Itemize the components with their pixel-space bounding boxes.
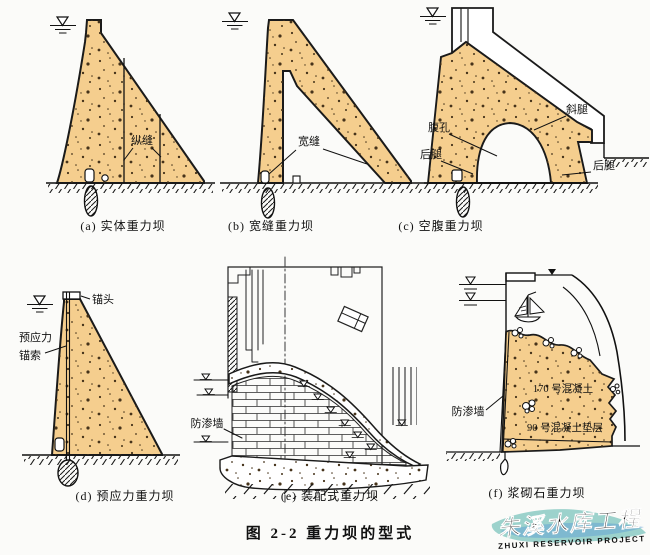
ground-lines bbox=[446, 445, 640, 453]
sailboat-icon bbox=[513, 291, 546, 323]
block-masonry-body bbox=[231, 375, 407, 466]
downstream-hatch-column bbox=[388, 367, 417, 425]
downstream-outer-curve bbox=[571, 274, 626, 442]
label-rear-leg-left: 后腿 bbox=[420, 148, 442, 161]
tower-lines bbox=[245, 269, 264, 363]
water-level-icons bbox=[459, 276, 506, 306]
label-cutoff-wall: 防渗墙 bbox=[452, 404, 485, 418]
panel-f-masonry-gravity-dam: 170 号混凝土 90 号混凝土垫层 防渗墙 (f) 浆砌石重力坝 bbox=[446, 269, 640, 500]
drainage-gallery bbox=[84, 168, 95, 183]
panel-c-hollow-gravity-dam: 斜腿 腹孔 后腿 后腿 (c) 空腹重力坝 bbox=[398, 7, 649, 233]
gate-slot-lines bbox=[460, 8, 469, 45]
leader-lines bbox=[44, 295, 91, 354]
label-cavity: 腹孔 bbox=[428, 120, 450, 134]
drain-hole bbox=[101, 174, 109, 182]
counterweight-icon bbox=[337, 305, 369, 333]
label-cutoff-wall: 防渗墙 bbox=[191, 416, 224, 430]
crest-steps bbox=[227, 266, 251, 284]
leader-line bbox=[223, 428, 243, 439]
label-cushion-90: 90 号混凝土垫层 bbox=[527, 421, 603, 434]
watermark: 朱溪水库工程 ZHUXI RESERVOIR PROJECT bbox=[491, 506, 646, 551]
label-wide-slot: 宽缝 bbox=[298, 134, 320, 148]
watermark-wave-blue bbox=[500, 522, 644, 538]
ground-hatch bbox=[24, 456, 178, 465]
dam-speckle bbox=[258, 20, 411, 183]
ground-hatch-right bbox=[605, 159, 649, 167]
caption-f: (f) 浆砌石重力坝 bbox=[489, 485, 586, 500]
ground-hatch bbox=[225, 484, 430, 499]
caption-a: (a) 实体重力坝 bbox=[80, 218, 165, 233]
label-prestress-line2: 锚索 bbox=[19, 348, 41, 362]
crest-block bbox=[505, 272, 536, 282]
label-anchor-head: 锚头 bbox=[92, 292, 114, 306]
downstream-inner-curve bbox=[562, 286, 601, 357]
leader-lines bbox=[123, 147, 162, 161]
leader-line bbox=[485, 395, 504, 411]
panel-e-precast-gravity-dam: 防渗墙 (e) 装配式重力坝 bbox=[191, 256, 430, 503]
panel-a-solid-gravity-dam: 纵缝 (a) 实体重力坝 bbox=[46, 16, 215, 233]
panel-b-slotted-gravity-dam: 宽缝 (b) 宽缝重力坝 bbox=[220, 12, 432, 233]
water-level-icon bbox=[419, 7, 447, 25]
plumb-icon bbox=[500, 452, 509, 476]
dam-speckle bbox=[57, 20, 204, 183]
label-prestress-line1: 预应力 bbox=[19, 330, 52, 344]
stone-clusters bbox=[504, 327, 621, 449]
leader-lines bbox=[268, 148, 368, 175]
ground-hatch bbox=[222, 184, 430, 193]
dam-speckle bbox=[52, 299, 162, 455]
caption-b: (b) 宽缝重力坝 bbox=[228, 218, 314, 233]
label-longitudinal-joint: 纵缝 bbox=[131, 133, 153, 147]
label-concrete-170: 170 号混凝土 bbox=[533, 382, 593, 395]
borehole-icon bbox=[83, 185, 99, 217]
base-block bbox=[292, 175, 301, 184]
water-level-icons bbox=[193, 373, 229, 443]
watermark-wave bbox=[491, 509, 646, 543]
borehole-icon bbox=[455, 186, 471, 218]
caption-e: (e) 装配式重力坝 bbox=[281, 489, 379, 503]
leader-lines bbox=[440, 115, 592, 176]
cushion-boundary bbox=[502, 438, 613, 443]
label-rear-leg-right: 后腿 bbox=[593, 159, 615, 172]
ground-hatch bbox=[446, 453, 500, 461]
cutoff-wall-lines bbox=[499, 331, 510, 453]
label-inclined-leg: 斜腿 bbox=[566, 103, 588, 116]
tailwater-marker-icon bbox=[548, 269, 556, 275]
panel-d-prestressed-gravity-dam: 锚头 预应力 锚索 (d) 预应力重力坝 bbox=[19, 291, 180, 503]
water-level-icon bbox=[221, 12, 249, 30]
tailwater-ground-line bbox=[603, 143, 649, 159]
figure-caption: 图 2-2 重力坝的型式 bbox=[246, 524, 415, 542]
drainage-gallery bbox=[260, 170, 270, 184]
borehole-icon bbox=[260, 187, 276, 219]
anchor-head-block bbox=[62, 291, 81, 300]
water-level-icon bbox=[26, 295, 54, 313]
caption-d: (d) 预应力重力坝 bbox=[76, 488, 175, 503]
longitudinal-joints bbox=[123, 58, 161, 183]
drainage-gallery bbox=[54, 437, 65, 452]
anchor-bulb-icon bbox=[57, 459, 79, 487]
ground-hatch bbox=[48, 184, 213, 193]
caption-c: (c) 空腹重力坝 bbox=[398, 219, 483, 233]
drainage-gallery bbox=[451, 169, 463, 182]
crest-blocks bbox=[330, 266, 361, 278]
anchor-cable bbox=[65, 292, 71, 461]
water-level-icon bbox=[49, 16, 77, 34]
ground-hatch bbox=[426, 184, 598, 193]
